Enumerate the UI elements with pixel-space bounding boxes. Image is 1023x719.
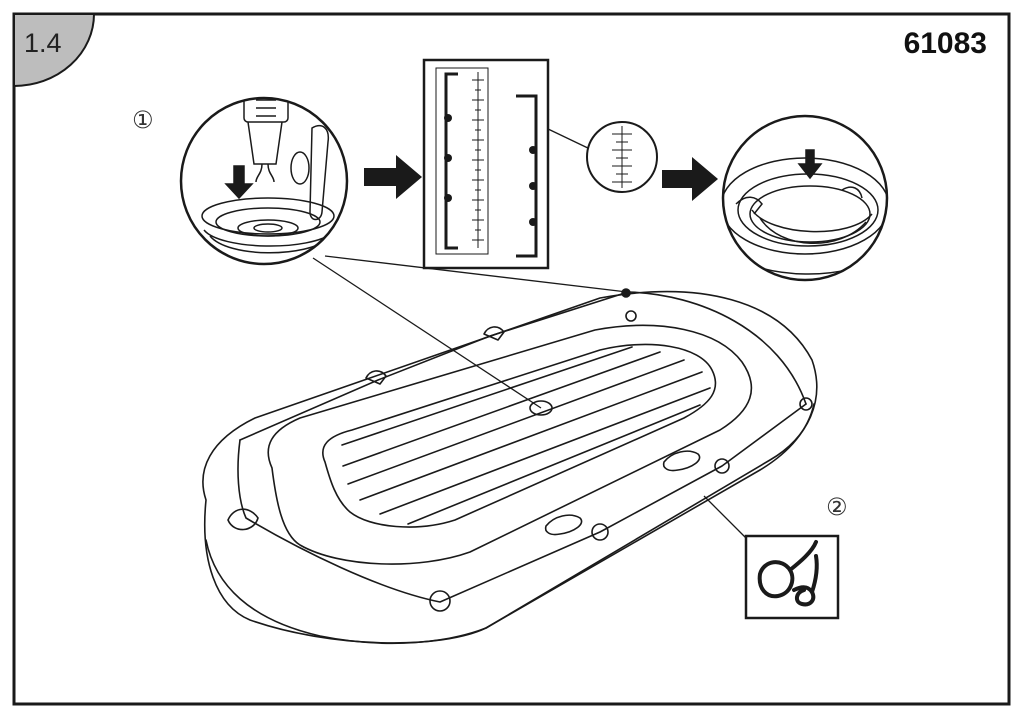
right-arrow-icon — [662, 157, 718, 201]
rope-ring — [799, 397, 813, 411]
rope-ring — [227, 508, 259, 531]
gauge-magnifier — [586, 121, 658, 193]
rope-ring — [591, 523, 609, 541]
handle — [662, 450, 701, 472]
inflation-gauge-panel — [422, 58, 550, 270]
floor-slat — [341, 346, 633, 446]
rope-ring — [714, 458, 730, 474]
boat-inner-tube — [267, 324, 753, 565]
rope-ring — [429, 590, 451, 612]
floor-slat — [347, 359, 685, 485]
floor-slat — [342, 351, 661, 467]
rope-ring — [621, 288, 631, 298]
rope-knot-detail — [744, 534, 840, 620]
oar-lock — [365, 370, 387, 385]
callout-number-2: ② — [826, 493, 848, 521]
right-arrow-icon — [364, 155, 422, 199]
oar-lock — [483, 326, 505, 341]
boat-lower-edge-right — [485, 403, 815, 629]
model-number: 61083 — [903, 27, 987, 60]
floor-valve — [529, 400, 553, 416]
inflatable-boat — [202, 288, 818, 645]
callout-number-1: ① — [132, 106, 154, 134]
step-label: 1.4 — [24, 28, 62, 58]
grab-rope — [237, 403, 807, 603]
floor-slat — [407, 404, 701, 525]
boat-outer-hull — [202, 290, 818, 644]
grab-rope-back — [239, 291, 807, 441]
handle — [544, 514, 583, 536]
boat-floor — [322, 343, 717, 528]
rope-ring — [625, 310, 637, 322]
page-frame — [12, 12, 1011, 706]
corner-tab — [13, 13, 96, 88]
down-arrow-icon — [224, 165, 254, 200]
floor-slat — [359, 371, 703, 501]
leader-lines — [312, 127, 749, 541]
rope-knot-icon — [757, 540, 819, 607]
boat-lower-edge — [205, 539, 487, 645]
valve-detail-circle — [179, 96, 349, 266]
floor-slat — [379, 387, 711, 515]
down-arrow-icon — [797, 149, 823, 180]
valve-closed-circle — [721, 114, 889, 282]
